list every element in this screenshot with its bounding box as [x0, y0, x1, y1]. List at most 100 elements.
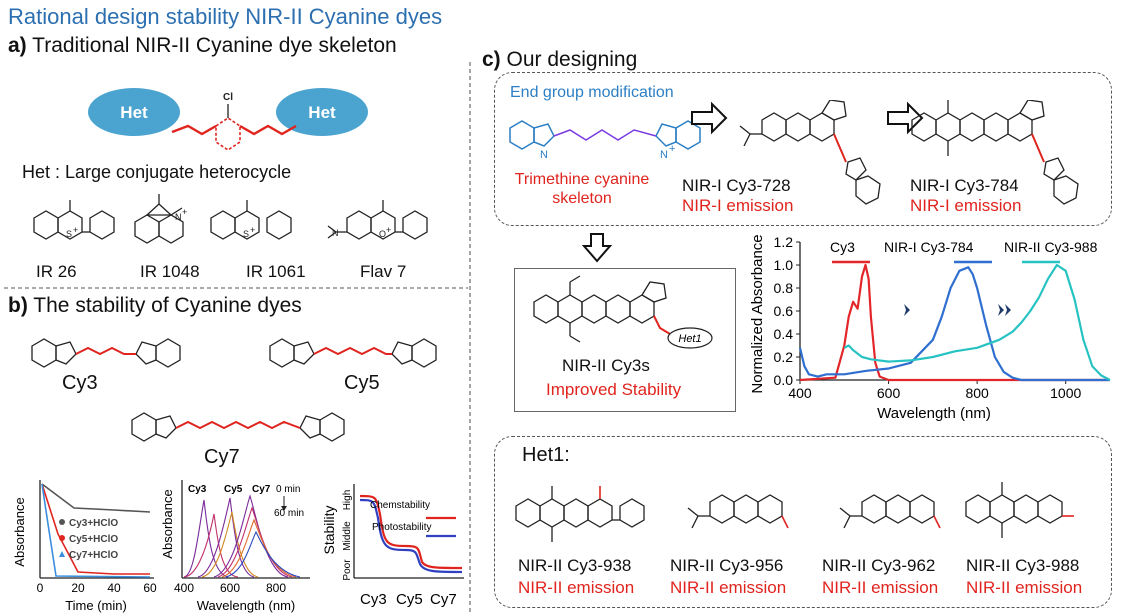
compound-label-ir1061: IR 1061: [246, 262, 306, 281]
cy3s-stability: Improved Stability: [546, 380, 682, 399]
chart-ytick-label: 1.0: [774, 257, 794, 273]
panel-b-heading: b) The stability of Cyanine dyes: [8, 294, 302, 318]
svg-text:+: +: [73, 225, 78, 235]
het1-item-1-name: NIR-II Cy3-938: [518, 556, 632, 575]
svg-text:N: N: [540, 149, 548, 161]
plot2-time-end: 60 min: [274, 508, 304, 519]
design-structures: N N+: [509, 100, 1079, 205]
compound-label-flav7: Flav 7: [360, 262, 407, 281]
plot2-peak-cy3: Cy3: [188, 484, 207, 495]
plot3-ytick-middle: Middle: [342, 521, 353, 551]
plot1-legend-cy3: Cy3+HClO: [69, 518, 118, 529]
svg-text:S: S: [66, 229, 72, 239]
compound-label-ir1048: IR 1048: [140, 262, 200, 281]
chart-series-line-0: [799, 263, 1110, 382]
skeleton-line-1: Trimethine cyanine: [514, 171, 650, 188]
svg-text:+: +: [386, 225, 391, 235]
plot-stability: Stability Poor Middle High Cy3 Cy5 Cy7 C…: [321, 484, 464, 608]
plot3-ytick-poor: Poor: [342, 559, 353, 581]
het1-item-3-emission: NIR-II emission: [822, 578, 939, 597]
chart-xtick-label: 400: [788, 385, 812, 401]
plot3-ytick-high: High: [342, 490, 353, 511]
plot1-xlabel: Time (min): [65, 598, 127, 613]
het1-item-4-name: NIR-II Cy3-988: [966, 556, 1080, 575]
panel-a-letter: a): [8, 34, 27, 57]
compound-label-ir26: IR 26: [36, 262, 77, 281]
plot1-xtick-60: 60: [143, 581, 157, 595]
plot3-legend-photo: Photostability: [372, 522, 431, 533]
panel-c-title: Our designing: [506, 48, 638, 71]
plot3-xtick-cy5: Cy5: [396, 591, 423, 608]
skeleton-label: Trimethine cyanine skeleton: [512, 170, 652, 208]
svg-text:+: +: [182, 207, 187, 217]
cy3-784-emission: NIR-I emission: [910, 196, 1022, 215]
cy3-728-emission: NIR-I emission: [682, 196, 794, 215]
svg-text:+: +: [250, 225, 255, 235]
het-right-label: Het: [308, 103, 336, 122]
cy3-728-name: NIR-I Cy3-728: [682, 176, 791, 195]
chart-series-line-1: [798, 266, 1110, 382]
down-arrow-icon: [582, 233, 612, 263]
chart-ytick-label: 0.0: [774, 372, 794, 388]
plot1-xtick-0: 0: [37, 581, 44, 595]
cyanine-skeleton-diagram: Het Het Cl: [88, 88, 368, 151]
het1-tag-ellipse: [667, 327, 713, 349]
plot3-xtick-cy3: Cy3: [360, 591, 387, 608]
cy-dye-structures: [31, 338, 437, 442]
panel-c-letter: c): [482, 48, 501, 71]
chart-series-line-2: [843, 263, 1111, 381]
plot2-peak-cy5: Cy5: [224, 484, 243, 495]
plot3-ylabel: Stability: [321, 505, 337, 554]
chart-ytick-label: 0.6: [774, 303, 794, 319]
het1-structures: [515, 482, 1074, 542]
cl-label: Cl: [223, 92, 233, 103]
panel-c-heading: c) Our designing: [482, 48, 637, 72]
het-right-ellipse: [276, 88, 368, 136]
chart-ytick-label: 1.2: [774, 234, 794, 250]
panel-b-letter: b): [8, 294, 28, 317]
design-box: [494, 72, 1112, 226]
svg-text:+: +: [669, 143, 675, 155]
plot1-ylabel: Absorbance: [12, 497, 27, 566]
compound-structures: S+ N+ S+ O+ N: [33, 194, 428, 244]
panel-a-title: Traditional NIR-II Cyanine dye skeleton: [32, 34, 397, 57]
het1-item-3-name: NIR-II Cy3-962: [822, 556, 936, 575]
chart-legend-cy3-784: NIR-I Cy3-784: [884, 239, 974, 255]
plot2-xtick-600: 600: [220, 581, 240, 595]
plot3-xtick-cy7: Cy7: [430, 591, 457, 608]
dye-label-cy5: Cy5: [344, 372, 380, 394]
plot1-xtick-20: 20: [71, 581, 85, 595]
plot1-legend-cy7: Cy7+HClO: [69, 550, 118, 561]
panel-a-heading: a) Traditional NIR-II Cyanine dye skelet…: [8, 34, 397, 58]
het1-tag-label: Het1: [678, 333, 701, 345]
plot2-peak-cy7: Cy7: [252, 484, 271, 495]
chart-xtick-label: 800: [965, 385, 989, 401]
svg-text:N: N: [332, 228, 339, 238]
chart-xlabel: Wavelength (nm): [877, 405, 991, 422]
cy3s-structure: Het1: [533, 275, 713, 349]
plot-hclo-absorbance: Absorbance 0 20 40 60 Time (min) Cy3+HCl…: [12, 480, 157, 613]
plot3-legend-chem: Chemstability: [370, 500, 430, 511]
het1-item-2-name: NIR-II Cy3-956: [670, 556, 784, 575]
chart-xtick-label: 600: [877, 385, 901, 401]
skeleton-line-2: skeleton: [552, 190, 612, 207]
plot2-xtick-400: 400: [174, 581, 194, 595]
cy3s-name: NIR-II Cy3s: [562, 356, 650, 375]
cy3s-box: [514, 268, 736, 412]
chart-ytick-label: 0.8: [774, 280, 794, 296]
svg-text:S: S: [243, 229, 249, 239]
dye-label-cy3: Cy3: [62, 372, 98, 394]
svg-text:N: N: [660, 149, 668, 161]
plot1-legend-cy5: Cy5+HClO: [69, 534, 118, 545]
chart-legend-cy3: Cy3: [830, 239, 855, 255]
chart-ytick-label: 0.4: [774, 326, 794, 342]
chart-ylabel: Normalized Absorbance: [749, 234, 766, 393]
chart-legend-cy3-988: NIR-II Cy3-988: [1004, 239, 1098, 255]
plot2-xtick-800: 800: [266, 581, 286, 595]
page-title: Rational design stability NIR-II Cyanine…: [8, 4, 443, 29]
panel-b-title: The stability of Cyanine dyes: [33, 294, 302, 317]
het1-item-4-emission: NIR-II emission: [966, 578, 1083, 597]
cy3-784-name: NIR-I Cy3-784: [910, 176, 1019, 195]
het-left-ellipse: [88, 88, 180, 136]
